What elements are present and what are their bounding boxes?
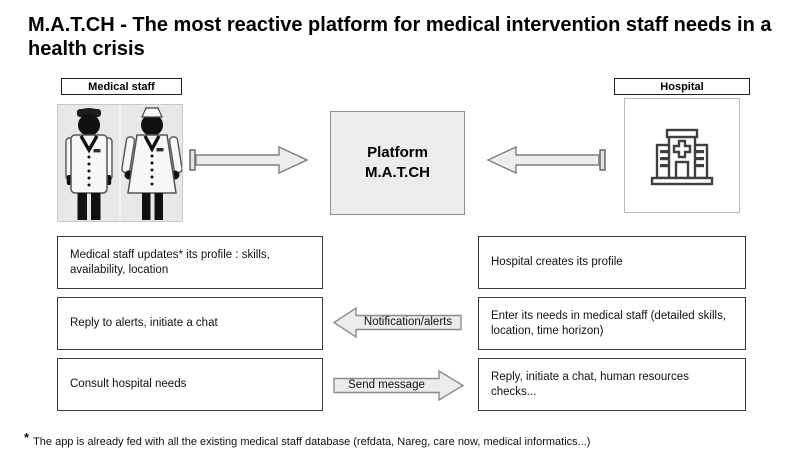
medical-staff-label: Medical staff [88, 80, 155, 93]
hospital-label-box: Hospital [614, 78, 750, 95]
staff-step-consult-needs: Consult hospital needs [57, 358, 323, 411]
page-title: M.A.T.CH - The most reactive platform fo… [28, 14, 772, 60]
footnote-asterisk: * [24, 430, 30, 445]
staff-step-update-profile: Medical staff updates* its profile : ski… [57, 236, 323, 289]
staff-step-reply-alerts-text: Reply to alerts, initiate a chat [70, 317, 218, 329]
footnote: *The app is already fed with all the exi… [24, 430, 784, 448]
hospital-to-platform-arrow [483, 141, 607, 179]
hospital-label: Hospital [660, 80, 704, 93]
hospital-step-create-profile-text: Hospital creates its profile [491, 256, 623, 268]
staff-step-update-profile-text: Medical staff updates* its profile : ski… [70, 248, 270, 276]
send-message-arrow-label: Send message [348, 379, 425, 391]
hospital-illustration-box [624, 98, 740, 213]
hospital-step-create-profile: Hospital creates its profile [478, 236, 746, 289]
medical-staff-icon [65, 105, 183, 221]
notification-alerts-arrow-label: Notification/alerts [363, 316, 453, 328]
platform-name-line2: M.A.T.CH [365, 164, 430, 181]
hospital-step-reply-chat-text: Reply, initiate a chat, human resources … [491, 370, 689, 398]
medical-staff-illustration [57, 104, 183, 222]
hospital-step-enter-needs: Enter its needs in medical staff (detail… [478, 297, 746, 350]
label-arrow-right-icon [333, 369, 465, 402]
block-arrow-left-icon [486, 145, 606, 175]
staff-step-reply-alerts: Reply to alerts, initiate a chat [57, 297, 323, 350]
hospital-step-enter-needs-text: Enter its needs in medical staff (detail… [491, 309, 727, 337]
platform-box: Platform M.A.T.CH [330, 111, 465, 215]
platform-name-line1: Platform [367, 144, 428, 161]
staff-to-platform-arrow [188, 141, 310, 179]
send-message-arrow: Send message [332, 368, 465, 402]
staff-step-consult-needs-text: Consult hospital needs [70, 378, 187, 390]
block-arrow-right-icon [189, 145, 309, 175]
hospital-icon [650, 128, 714, 185]
footnote-text: The app is already fed with all the exis… [33, 436, 591, 448]
notification-alerts-arrow: Notification/alerts [332, 305, 463, 339]
hospital-step-reply-chat: Reply, initiate a chat, human resources … [478, 358, 746, 411]
medical-staff-label-box: Medical staff [61, 78, 182, 95]
label-arrow-left-icon [332, 306, 462, 339]
